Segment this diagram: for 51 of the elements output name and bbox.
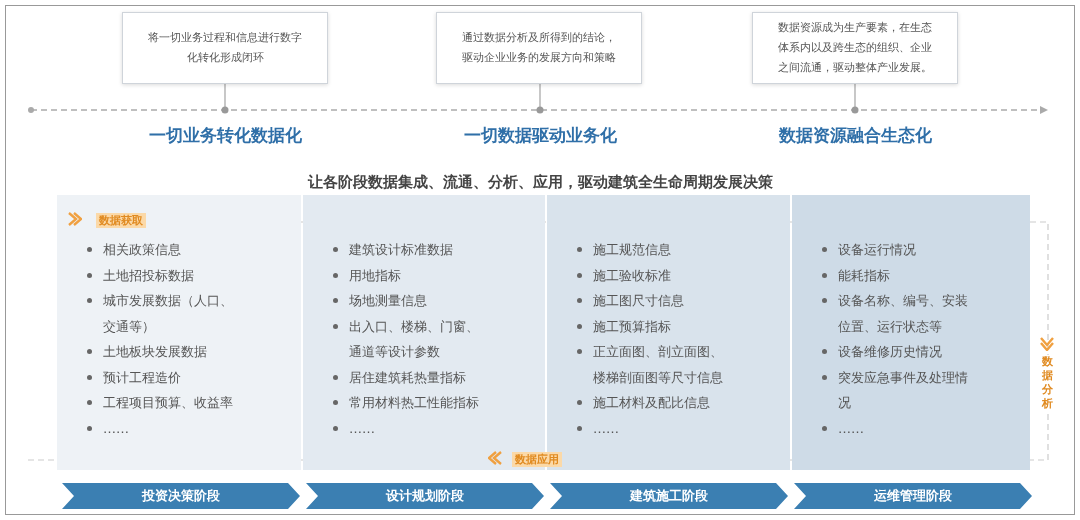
list-item: 相关政策信息 <box>103 241 181 259</box>
timeline-bar <box>28 106 1048 114</box>
stage-banner: 设计规划阶段 <box>306 483 544 509</box>
list-item: 用地指标 <box>349 266 401 285</box>
flow-label: 数据分析 <box>1040 355 1054 411</box>
list-item: 设备维修历史情况 <box>838 343 942 361</box>
list-item: 设备名称、编号、安装位置、运行状态等 <box>838 292 969 336</box>
stage-heading: 数据资源融合生态化 <box>777 124 933 147</box>
connector-line <box>851 83 859 114</box>
list-item: 施工预算指标 <box>593 317 671 336</box>
stage-heading: 一切数据驱动业务化 <box>462 124 618 147</box>
list-item: 场地测量信息 <box>349 292 427 310</box>
flow-label: 数据应用 <box>512 452 562 467</box>
column-panel <box>57 195 301 470</box>
list-item: 设备运行情况 <box>838 241 916 259</box>
stage-heading: 一切业务转化数据化 <box>147 124 303 147</box>
list-item: …… <box>593 419 619 438</box>
subtitle: 让各阶段数据集成、流通、分析、应用，驱动建筑全生命周期发展决策 <box>306 173 774 192</box>
flow-label: 数据获取 <box>96 213 146 228</box>
text-box <box>436 12 642 84</box>
stage-banner: 建筑施工阶段 <box>550 483 788 509</box>
description-text: 数据资源成为生产要素，在生态体系内以及跨生态的组织、企业之间流通，驱动整体产业发展。 <box>777 20 933 76</box>
stage-banner: 投资决策阶段 <box>62 483 300 509</box>
list-item: 城市发展数据（人口、交通等） <box>103 292 234 336</box>
description-text: 将一切业务过程和信息进行数字化转化形成闭环 <box>147 30 303 66</box>
list-item: 能耗指标 <box>838 266 890 285</box>
list-item: 居住建筑耗热量指标 <box>349 368 466 387</box>
description-text: 通过数据分析及所得到的结论，驱动企业业务的发展方向和策略 <box>461 30 617 66</box>
list-item: 施工规范信息 <box>593 241 671 259</box>
list-item: 土地板块发展数据 <box>103 343 207 361</box>
stage-banner: 运维管理阶段 <box>794 483 1032 509</box>
list-item: 施工验收标准 <box>593 266 671 285</box>
connector-line <box>221 83 229 114</box>
list-item: …… <box>349 419 375 438</box>
list-item: 施工图尺寸信息 <box>593 292 684 310</box>
text-box <box>752 12 958 84</box>
text-box <box>122 12 328 84</box>
list-item: 突发应急事件及处理情况 <box>838 368 969 412</box>
list-item: 建筑设计标准数据 <box>349 241 453 259</box>
list-item: …… <box>103 419 129 438</box>
column-panel <box>547 195 790 470</box>
connector-line <box>536 83 544 114</box>
list-item: 施工材料及配比信息 <box>593 394 710 412</box>
list-item: 常用材料热工性能指标 <box>349 394 479 412</box>
list-item: 工程项目预算、收益率 <box>103 394 233 412</box>
list-item: …… <box>838 419 864 438</box>
list-item: 土地招投标数据 <box>103 266 194 285</box>
list-item: 正立面图、剖立面图、楼梯剖面图等尺寸信息 <box>593 343 724 387</box>
column-panel <box>792 195 1030 470</box>
list-item: 预计工程造价 <box>103 368 181 387</box>
list-item: 出入口、楼梯、门窗、通道等设计参数 <box>349 317 480 361</box>
